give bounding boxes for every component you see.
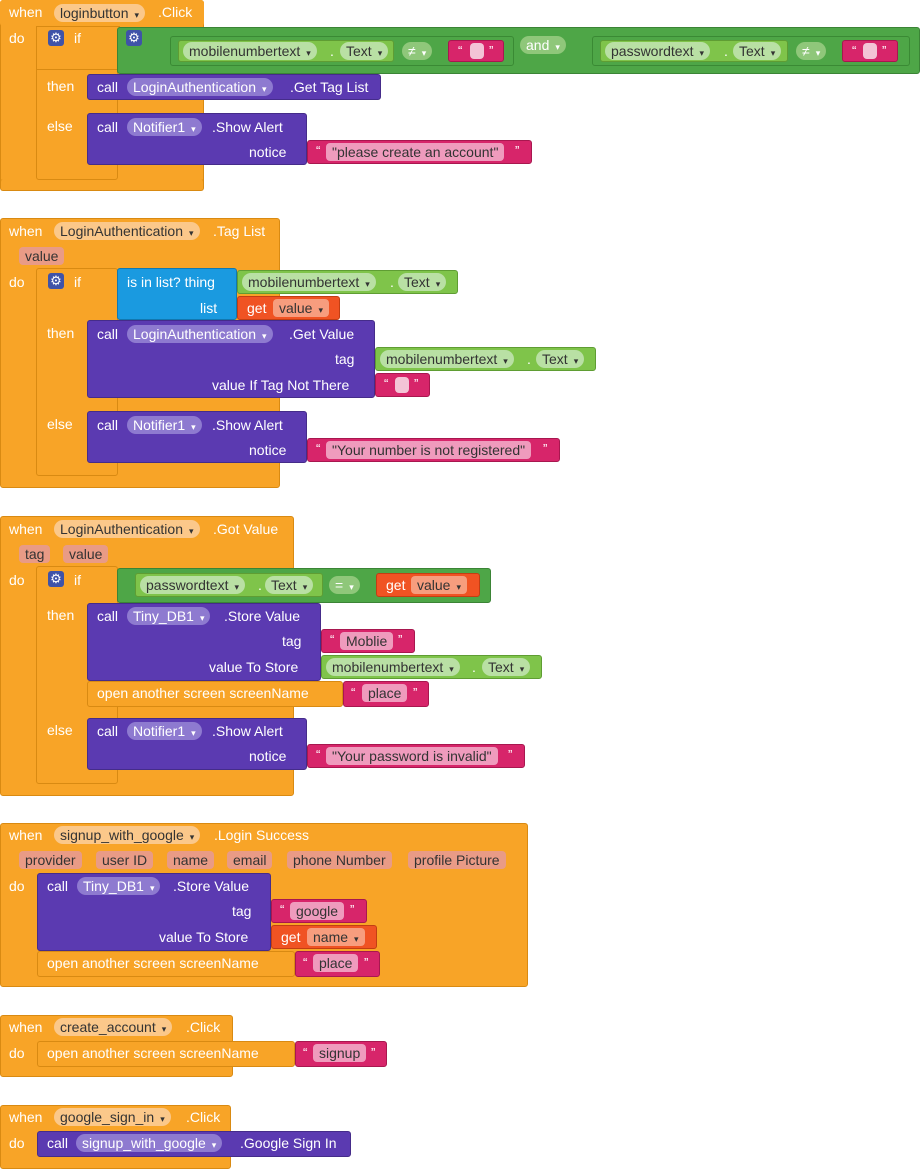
text-value[interactable]: place xyxy=(362,684,408,702)
component-dropdown[interactable]: LoginAuthentication▾ xyxy=(127,325,273,343)
component-dropdown[interactable]: google_sign_in▾ xyxy=(54,1108,171,1126)
else-keyword: else xyxy=(47,118,73,134)
component-dropdown[interactable]: passwordtext▾ xyxy=(140,576,246,594)
if-keyword: if xyxy=(74,30,81,46)
event-param-value[interactable]: value xyxy=(63,545,109,563)
gear-icon[interactable]: ⚙ xyxy=(126,30,142,46)
open-another-screen-block[interactable] xyxy=(37,1041,295,1067)
component-dropdown[interactable]: LoginAuthentication▾ xyxy=(127,78,273,96)
component-dropdown[interactable]: signup_with_google▾ xyxy=(54,826,201,844)
open-another-screen-block[interactable] xyxy=(37,951,295,977)
then-keyword: then xyxy=(47,78,75,94)
text-value[interactable]: "Your number is not registered" xyxy=(326,441,532,459)
property-dropdown[interactable]: Text▾ xyxy=(733,42,782,60)
component-dropdown[interactable]: Notifier1▾ xyxy=(127,722,202,740)
event-param[interactable]: name xyxy=(167,851,215,869)
component-dropdown[interactable]: Notifier1▾ xyxy=(127,118,202,136)
text-value[interactable]: signup xyxy=(313,1044,367,1062)
component-dropdown-loginbutton[interactable]: loginbutton▾ xyxy=(54,4,146,22)
property-dropdown[interactable]: Text▾ xyxy=(265,576,314,594)
gear-icon[interactable]: ⚙ xyxy=(48,30,64,46)
component-dropdown[interactable]: passwordtext▾ xyxy=(605,42,711,60)
property-dropdown[interactable]: Text▾ xyxy=(536,350,585,368)
event-param-tag[interactable]: tag xyxy=(19,545,51,563)
text-value[interactable]: "please create an account" xyxy=(326,143,505,161)
event-param[interactable]: phone Number xyxy=(287,851,392,869)
event-param[interactable]: profile Picture xyxy=(408,851,506,869)
property-dropdown[interactable]: Text▾ xyxy=(340,42,389,60)
component-dropdown[interactable]: mobilenumbertext▾ xyxy=(242,273,376,291)
component-dropdown[interactable]: mobilenumbertext▾ xyxy=(183,42,317,60)
event-param-value[interactable]: value xyxy=(19,247,65,265)
component-dropdown[interactable]: LoginAuthentication▾ xyxy=(54,222,200,240)
component-dropdown[interactable]: LoginAuthentication▾ xyxy=(54,520,200,538)
gear-icon[interactable]: ⚙ xyxy=(48,273,64,289)
event-name: .Click xyxy=(158,4,193,20)
component-dropdown[interactable]: Tiny_DB1▾ xyxy=(127,607,211,625)
open-another-screen-block[interactable] xyxy=(87,681,343,707)
variable-dropdown[interactable]: value▾ xyxy=(273,299,329,317)
property-dropdown[interactable]: Text▾ xyxy=(398,273,447,291)
event-param[interactable]: provider xyxy=(19,851,82,869)
event-param[interactable]: user ID xyxy=(96,851,154,869)
and-op-dropdown[interactable]: and▾ xyxy=(520,36,566,54)
component-dropdown[interactable]: Tiny_DB1▾ xyxy=(77,877,161,895)
is-in-list-block[interactable] xyxy=(117,268,237,320)
compare-op-dropdown[interactable]: =▾ xyxy=(329,576,360,594)
do-keyword: do xyxy=(9,30,25,46)
property-dropdown[interactable]: Text▾ xyxy=(482,658,531,676)
text-value[interactable]: "Your password is invalid" xyxy=(326,747,498,765)
component-dropdown[interactable]: mobilenumbertext▾ xyxy=(326,658,460,676)
variable-dropdown[interactable]: value▾ xyxy=(411,576,467,594)
component-dropdown[interactable]: mobilenumbertext▾ xyxy=(380,350,514,368)
compare-op-dropdown[interactable]: ≠▾ xyxy=(796,42,827,60)
component-dropdown[interactable]: signup_with_google▾ xyxy=(76,1134,223,1152)
compare-op-dropdown[interactable]: ≠▾ xyxy=(402,42,433,60)
text-value[interactable]: google xyxy=(290,902,345,920)
when-keyword: when xyxy=(9,4,43,20)
component-dropdown[interactable]: Notifier1▾ xyxy=(127,416,202,434)
text-value[interactable]: place xyxy=(313,954,359,972)
variable-dropdown[interactable]: name▾ xyxy=(307,928,365,946)
text-value[interactable]: Moblie xyxy=(340,632,394,650)
gear-icon[interactable]: ⚙ xyxy=(48,571,64,587)
event-param[interactable]: email xyxy=(227,851,273,869)
component-dropdown[interactable]: create_account▾ xyxy=(54,1018,173,1036)
